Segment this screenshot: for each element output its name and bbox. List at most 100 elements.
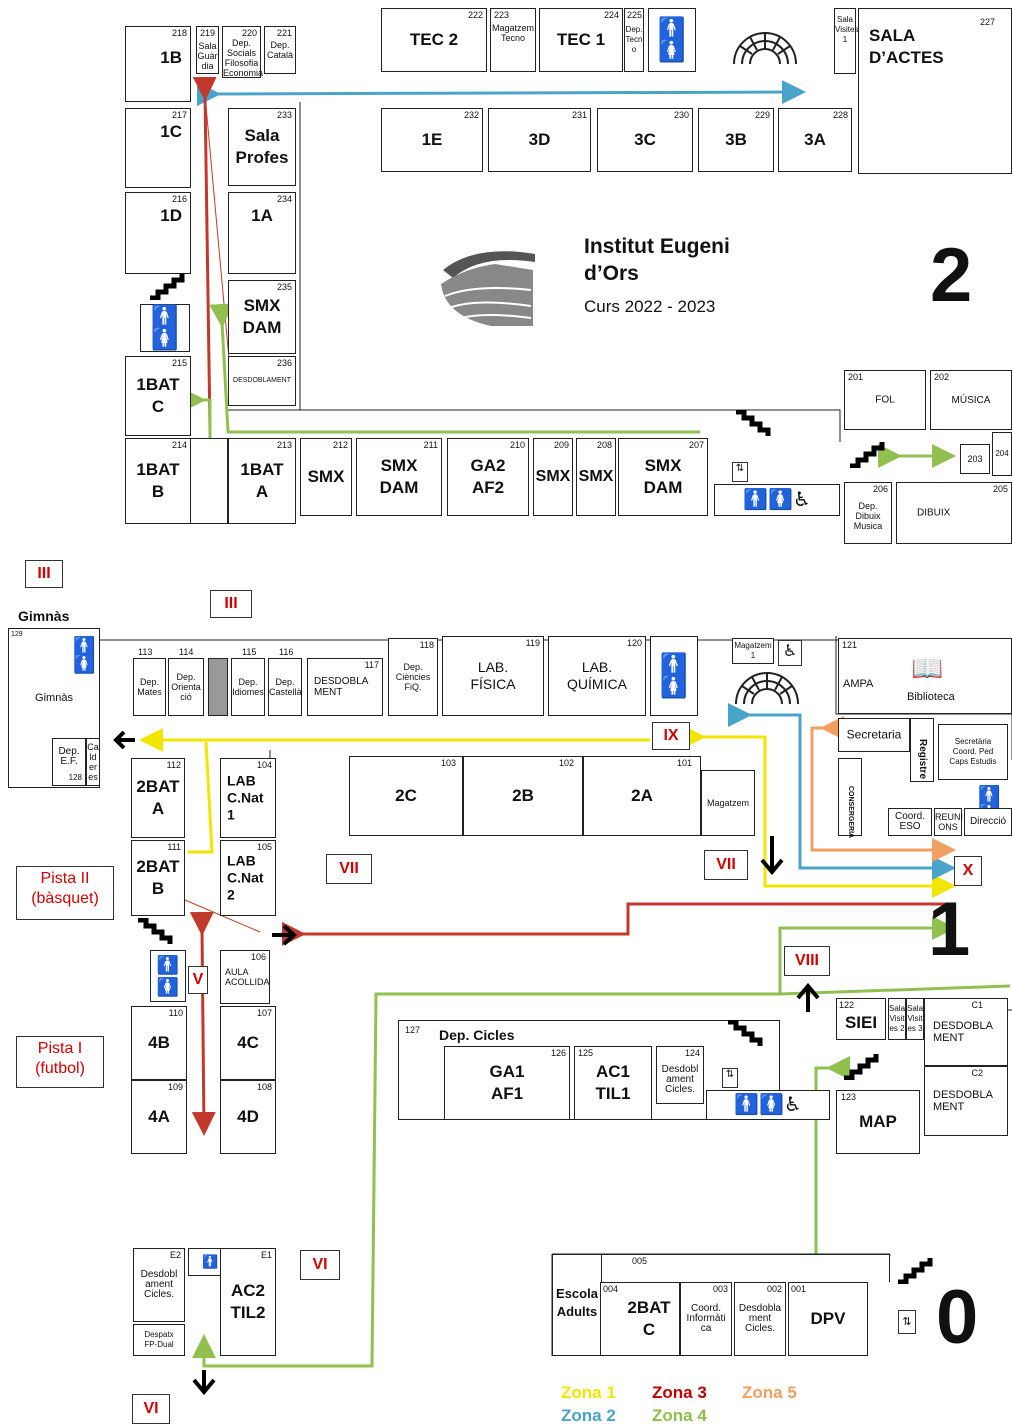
- room-224: 224 TEC 1: [539, 8, 623, 72]
- legend-zona-3: Zona 3: [652, 1383, 707, 1402]
- stairs-icon: [136, 917, 174, 951]
- stairs-icon: [848, 440, 886, 473]
- calderes: Ca ld er es: [86, 738, 100, 786]
- exit-arrow-down-2: [192, 1370, 216, 1396]
- room-c1: C1 DESDOBLA MENT: [924, 998, 1008, 1066]
- room-221: 221 Dep. Català: [264, 26, 296, 74]
- zone-tag-ix: IX: [652, 722, 690, 750]
- toilets-floor2-left: 🚹🚺: [140, 304, 190, 352]
- route-zona5-floor1: [810, 716, 956, 862]
- toilet-icon: 🚹🚺: [658, 16, 686, 63]
- magatzem-1: Magatzem 1: [732, 638, 774, 664]
- route-zona3-floor1: [282, 902, 952, 946]
- sala-visites-1: Sala Visites 1: [834, 8, 858, 74]
- exit-arrow-down: [760, 836, 784, 876]
- legend-zona-2: Zona 2: [561, 1406, 616, 1425]
- toilets-floor1-left: 🚹🚺: [150, 950, 186, 1002]
- room-233: 233 Sala Profes: [228, 108, 296, 186]
- room-212: 212 SMX: [300, 438, 352, 516]
- exit-arrow-left: [113, 730, 135, 750]
- toilet-icon: 🚹🚺: [156, 955, 180, 997]
- pista-1: Pista I (futbol): [16, 1036, 104, 1088]
- legend-zona-1: Zona 1: [561, 1383, 616, 1402]
- consergeria: CONSERGERIA: [838, 758, 862, 838]
- room-115: 115 Dep. Idiomes: [231, 647, 265, 716]
- floor-number-0: 0: [936, 1275, 979, 1360]
- room-230: 230 3C: [597, 108, 693, 172]
- stairs-icon: [730, 24, 800, 71]
- room-119: 119 LAB. FÍSICA: [442, 636, 544, 716]
- legend-zona-5: Zona 5: [742, 1383, 797, 1402]
- room-112: 112 2BAT A: [131, 758, 185, 838]
- room-c2: C2 DESDOBLA MENT: [924, 1066, 1008, 1136]
- room-234: 234 1A: [228, 192, 296, 274]
- elevator-icon: ⇅: [722, 1068, 738, 1088]
- room-210: 210 GA2 AF2: [447, 438, 529, 516]
- room-108: 108 4D: [220, 1080, 276, 1154]
- room-207: 207 SMX DAM: [618, 438, 708, 516]
- room-e1: E1 AC2 TIL2: [220, 1248, 276, 1356]
- room-231: 231 3D: [488, 108, 591, 172]
- room-106: 106 AULA ACOLLIDA: [220, 950, 270, 1004]
- zone-tag-v: V: [188, 966, 208, 994]
- sala-visites-3: Sala Visit es 3: [906, 998, 924, 1040]
- toilets-floor2-top: 🚹🚺: [648, 8, 696, 72]
- room-110: 110 4B: [131, 1006, 187, 1080]
- room-111: 111 2BAT B: [131, 840, 185, 916]
- room-126: 126 GA1 AF1: [444, 1046, 570, 1120]
- stairs-icon: [726, 1019, 764, 1053]
- stairs-icon: [734, 409, 772, 443]
- despatx-fp-dual: Despatx FP-Dual: [133, 1324, 185, 1356]
- room-204: 204: [992, 432, 1012, 476]
- room-227: 227 SALA D’ACTES: [858, 8, 1012, 174]
- stairs-icon: [148, 272, 186, 305]
- route-zona2-floor2: [196, 80, 806, 107]
- room-213-gap: [191, 438, 228, 524]
- room-120: 120 LAB. QUÍMICA: [548, 636, 646, 716]
- gimnas-title: Gimnàs: [18, 608, 70, 624]
- floor2-outline: [228, 102, 841, 442]
- escola-adults: Escola Adults: [552, 1254, 602, 1356]
- room-002: 002 Desdobla ment Cicles.: [734, 1282, 786, 1356]
- coord-eso: Coord. ESO: [888, 808, 932, 836]
- wheelchair-icon: ♿: [778, 640, 802, 666]
- room-124: 124 Desdobl ament Cicles.: [656, 1046, 704, 1104]
- magatzem-101: Magatzem: [701, 770, 755, 836]
- zone-tag-vi: VI: [132, 1394, 170, 1424]
- room-215: 215 1BAT C: [125, 356, 191, 436]
- reunions: REUNI ONS: [934, 808, 963, 836]
- room-225: 225 Dep. Tecn o: [624, 8, 644, 72]
- route-zona4-floor2: [209, 303, 700, 434]
- room-102: 102 2B: [463, 756, 583, 836]
- room-220: 220 Dep. Socials Filosofia Economia: [222, 26, 264, 78]
- room-216: 216 1D: [125, 192, 191, 274]
- room-208: 208 SMX: [576, 438, 616, 516]
- room-205: 205 DIBUIX: [896, 482, 1012, 544]
- room-203: 203: [960, 444, 990, 474]
- toilets-floor1: 🚹🚺: [650, 636, 698, 716]
- legend-zona-4: Zona 4: [652, 1406, 707, 1425]
- room-122: 122 SIEI: [836, 998, 886, 1040]
- room-004: 004 2BAT C: [600, 1282, 680, 1356]
- zone-tag-iii: III: [210, 590, 252, 618]
- stairs-icon: [896, 1256, 934, 1289]
- toilet-icon: 🚹🚺♿: [734, 1094, 802, 1116]
- direccio: Direcció: [964, 808, 1012, 836]
- room-235: 235 SMX DAM: [228, 280, 296, 354]
- room-209: 209 SMX: [533, 438, 573, 516]
- room-121: 121 AMPA 📖 Biblioteca: [838, 638, 1012, 714]
- room-005: 005: [600, 1254, 890, 1282]
- pista-2: Pista II (bàsquet): [16, 866, 114, 920]
- sala-visites-2: Sala Visit es 2: [888, 998, 906, 1040]
- floor-number-2: 2: [930, 233, 973, 318]
- zone-tag-iii: III: [25, 560, 63, 588]
- exit-arrow-right: [272, 924, 297, 946]
- school-logo: [435, 240, 545, 335]
- room-104: 104 LAB C.Nat 1: [220, 758, 276, 838]
- room-109: 109 4A: [131, 1080, 187, 1154]
- room-211: 211 SMX DAM: [356, 438, 442, 516]
- room-202: 202 MÚSICA: [930, 370, 1012, 430]
- room-118: 118 Dep. Ciències FiQ.: [388, 638, 438, 716]
- toilets-floor1-right: 🚹🚺♿: [706, 1090, 830, 1120]
